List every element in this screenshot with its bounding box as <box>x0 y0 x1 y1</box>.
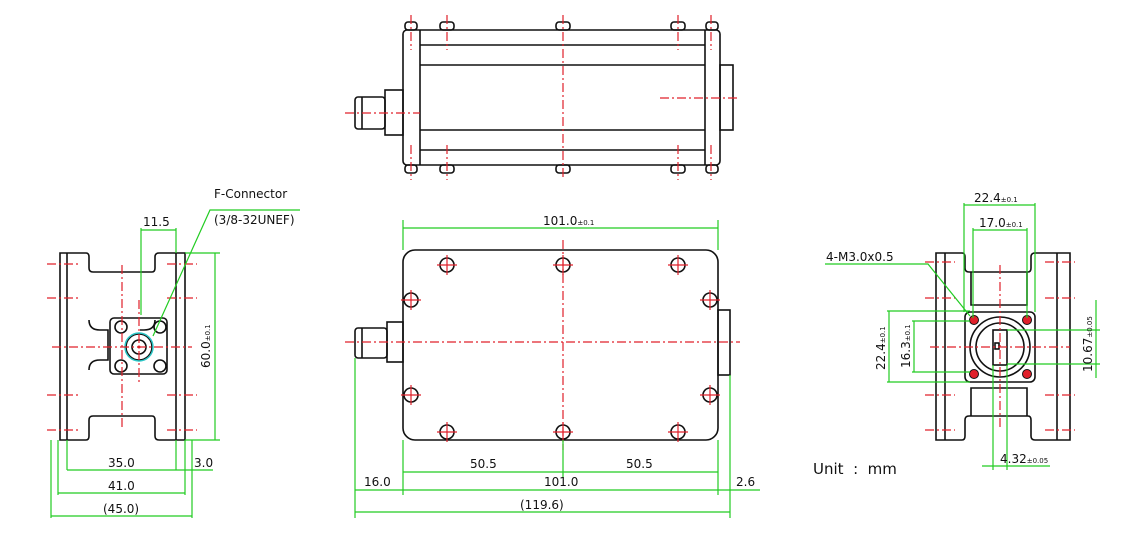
dim-right-17: 17.0±0.1 <box>979 216 1023 230</box>
dim-front-101: 101.0 <box>544 475 578 489</box>
dim-front-16: 16.0 <box>364 475 391 489</box>
front-view: 101.0±0.1 50.5 50.5 16.0 101.0 2.6 (119.… <box>345 214 760 518</box>
right-view: 22.4±0.1 17.0±0.1 4-M3.0x0.5 22.4±0.1 16… <box>813 191 1100 478</box>
f-connector-label: F-Connector <box>214 187 287 201</box>
top-view <box>345 15 740 180</box>
dim-right-10-67: 10.67±0.05 <box>1081 316 1095 372</box>
dim-front-50-5-right: 50.5 <box>626 457 653 471</box>
dim-left-3: 3.0 <box>194 456 213 470</box>
f-connector-thread-label: (3/8-32UNEF) <box>214 213 295 227</box>
dim-left-60: 60.0±0.1 <box>199 324 213 368</box>
dim-front-2-6: 2.6 <box>736 475 755 489</box>
front-screws <box>401 255 720 442</box>
left-view: 11.5 F-Connector (3/8-32UNEF) 60.0±0.1 3… <box>47 187 300 518</box>
dim-front-119-6: (119.6) <box>520 498 564 512</box>
dim-front-50-5-left: 50.5 <box>470 457 497 471</box>
dim-front-101-top: 101.0±0.1 <box>543 214 594 228</box>
dim-left-41: 41.0 <box>108 479 135 493</box>
left-dimension-lines <box>50 209 300 518</box>
right-dimension-lines <box>825 203 1100 470</box>
unit-label: Unit : mm <box>813 460 897 478</box>
dim-right-22-4-top: 22.4±0.1 <box>974 191 1018 205</box>
dim-left-11-5: 11.5 <box>143 215 170 229</box>
thread-spec-label: 4-M3.0x0.5 <box>826 250 894 264</box>
top-screw-tabs <box>404 21 719 174</box>
dim-left-45: (45.0) <box>103 502 139 516</box>
front-dimension-lines <box>354 220 760 518</box>
dim-right-4-32: 4.32±0.05 <box>1000 452 1048 466</box>
dim-right-16-3: 16.3±0.1 <box>899 324 913 368</box>
dim-left-35: 35.0 <box>108 456 135 470</box>
dim-right-22-4-side: 22.4±0.1 <box>874 326 888 370</box>
